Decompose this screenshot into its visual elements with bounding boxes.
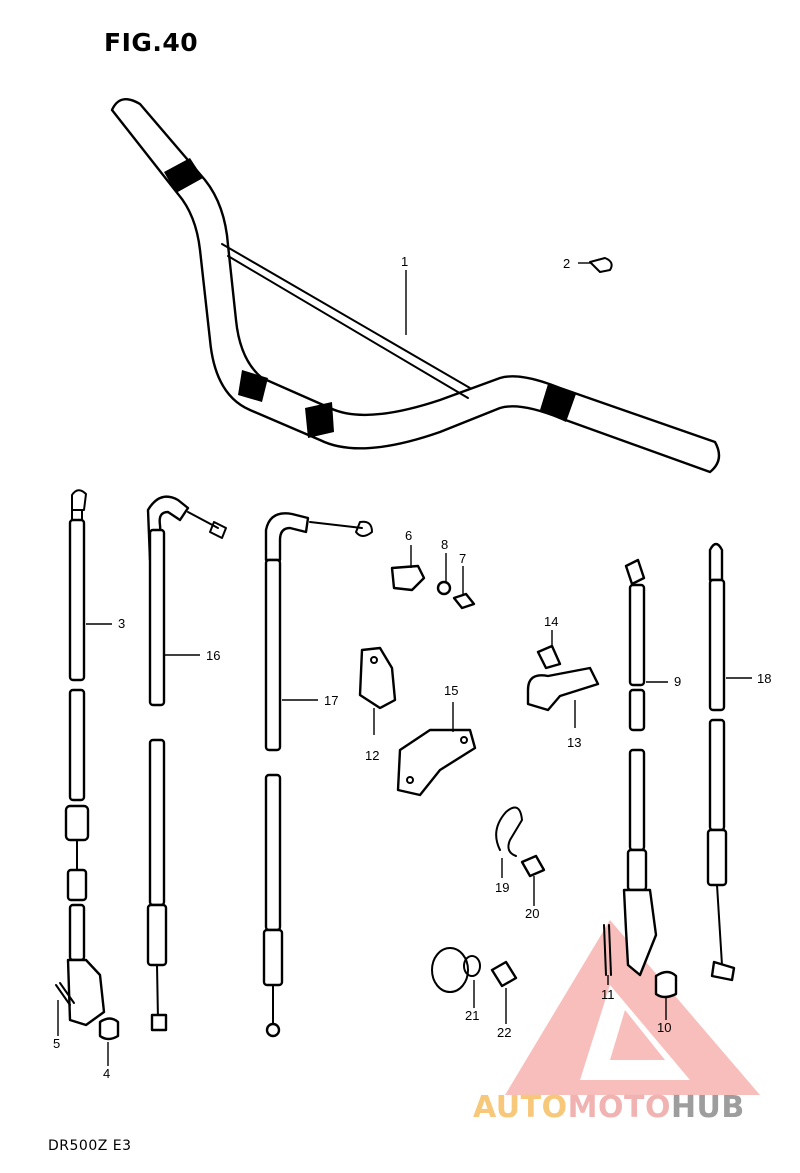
callout-19: 19 [495, 880, 509, 895]
callout-2: 2 [563, 256, 570, 271]
callout-3: 3 [118, 616, 125, 631]
callout-21: 21 [465, 1008, 479, 1023]
part-11-pin [603, 924, 612, 976]
callout-17: 17 [324, 693, 338, 708]
callout-18: 18 [757, 671, 771, 686]
callout-20: 20 [525, 906, 539, 921]
figure-title: FIG.40 [104, 28, 199, 57]
cable-3 [64, 489, 106, 1027]
callout-9: 9 [674, 674, 681, 689]
watermark-part-a: AUTO [473, 1090, 568, 1125]
callout-1: 1 [401, 254, 408, 269]
callout-12: 12 [365, 748, 379, 763]
part-10-nut [654, 970, 678, 999]
handlebar [110, 98, 721, 474]
callout-10: 10 [657, 1020, 671, 1035]
part-22-bolt [490, 960, 518, 988]
part-7-bolt [452, 592, 476, 610]
part-4-nut [98, 1017, 120, 1041]
part-20-screw [520, 854, 546, 878]
watermark-part-b: MOTO [567, 1090, 671, 1125]
callout-8: 8 [441, 537, 448, 552]
part-15-bracket [396, 728, 477, 797]
callout-22: 22 [497, 1025, 511, 1040]
cable-9 [622, 558, 658, 977]
cable-16 [146, 495, 227, 1032]
callout-4: 4 [103, 1066, 110, 1081]
cable-18 [706, 542, 736, 982]
part-5-pin [55, 982, 75, 1006]
part-12-bracket [358, 646, 397, 710]
callout-11: 11 [601, 987, 615, 1002]
callout-6: 6 [405, 528, 412, 543]
part-14-bolt [536, 644, 562, 670]
watermark-text: AUTOMOTOHUB [473, 1090, 745, 1125]
part-21-o-ring [431, 947, 481, 993]
callout-16: 16 [206, 648, 220, 663]
watermark-part-c: HUB [670, 1090, 745, 1125]
model-code-label: DR500Z E3 [48, 1138, 132, 1154]
callout-7: 7 [459, 551, 466, 566]
callout-14: 14 [544, 614, 558, 629]
part-19-spring-clip [495, 806, 523, 857]
callout-5: 5 [53, 1036, 60, 1051]
cable-17 [262, 512, 373, 1038]
part-6-clamp [390, 564, 426, 592]
watermark-logo [505, 920, 760, 1095]
part-13-bracket [526, 666, 600, 712]
leader-lines [57, 262, 752, 1066]
callout-13: 13 [567, 735, 581, 750]
part-2-plug [589, 257, 613, 273]
callout-15: 15 [444, 683, 458, 698]
part-8-washer [436, 580, 452, 596]
